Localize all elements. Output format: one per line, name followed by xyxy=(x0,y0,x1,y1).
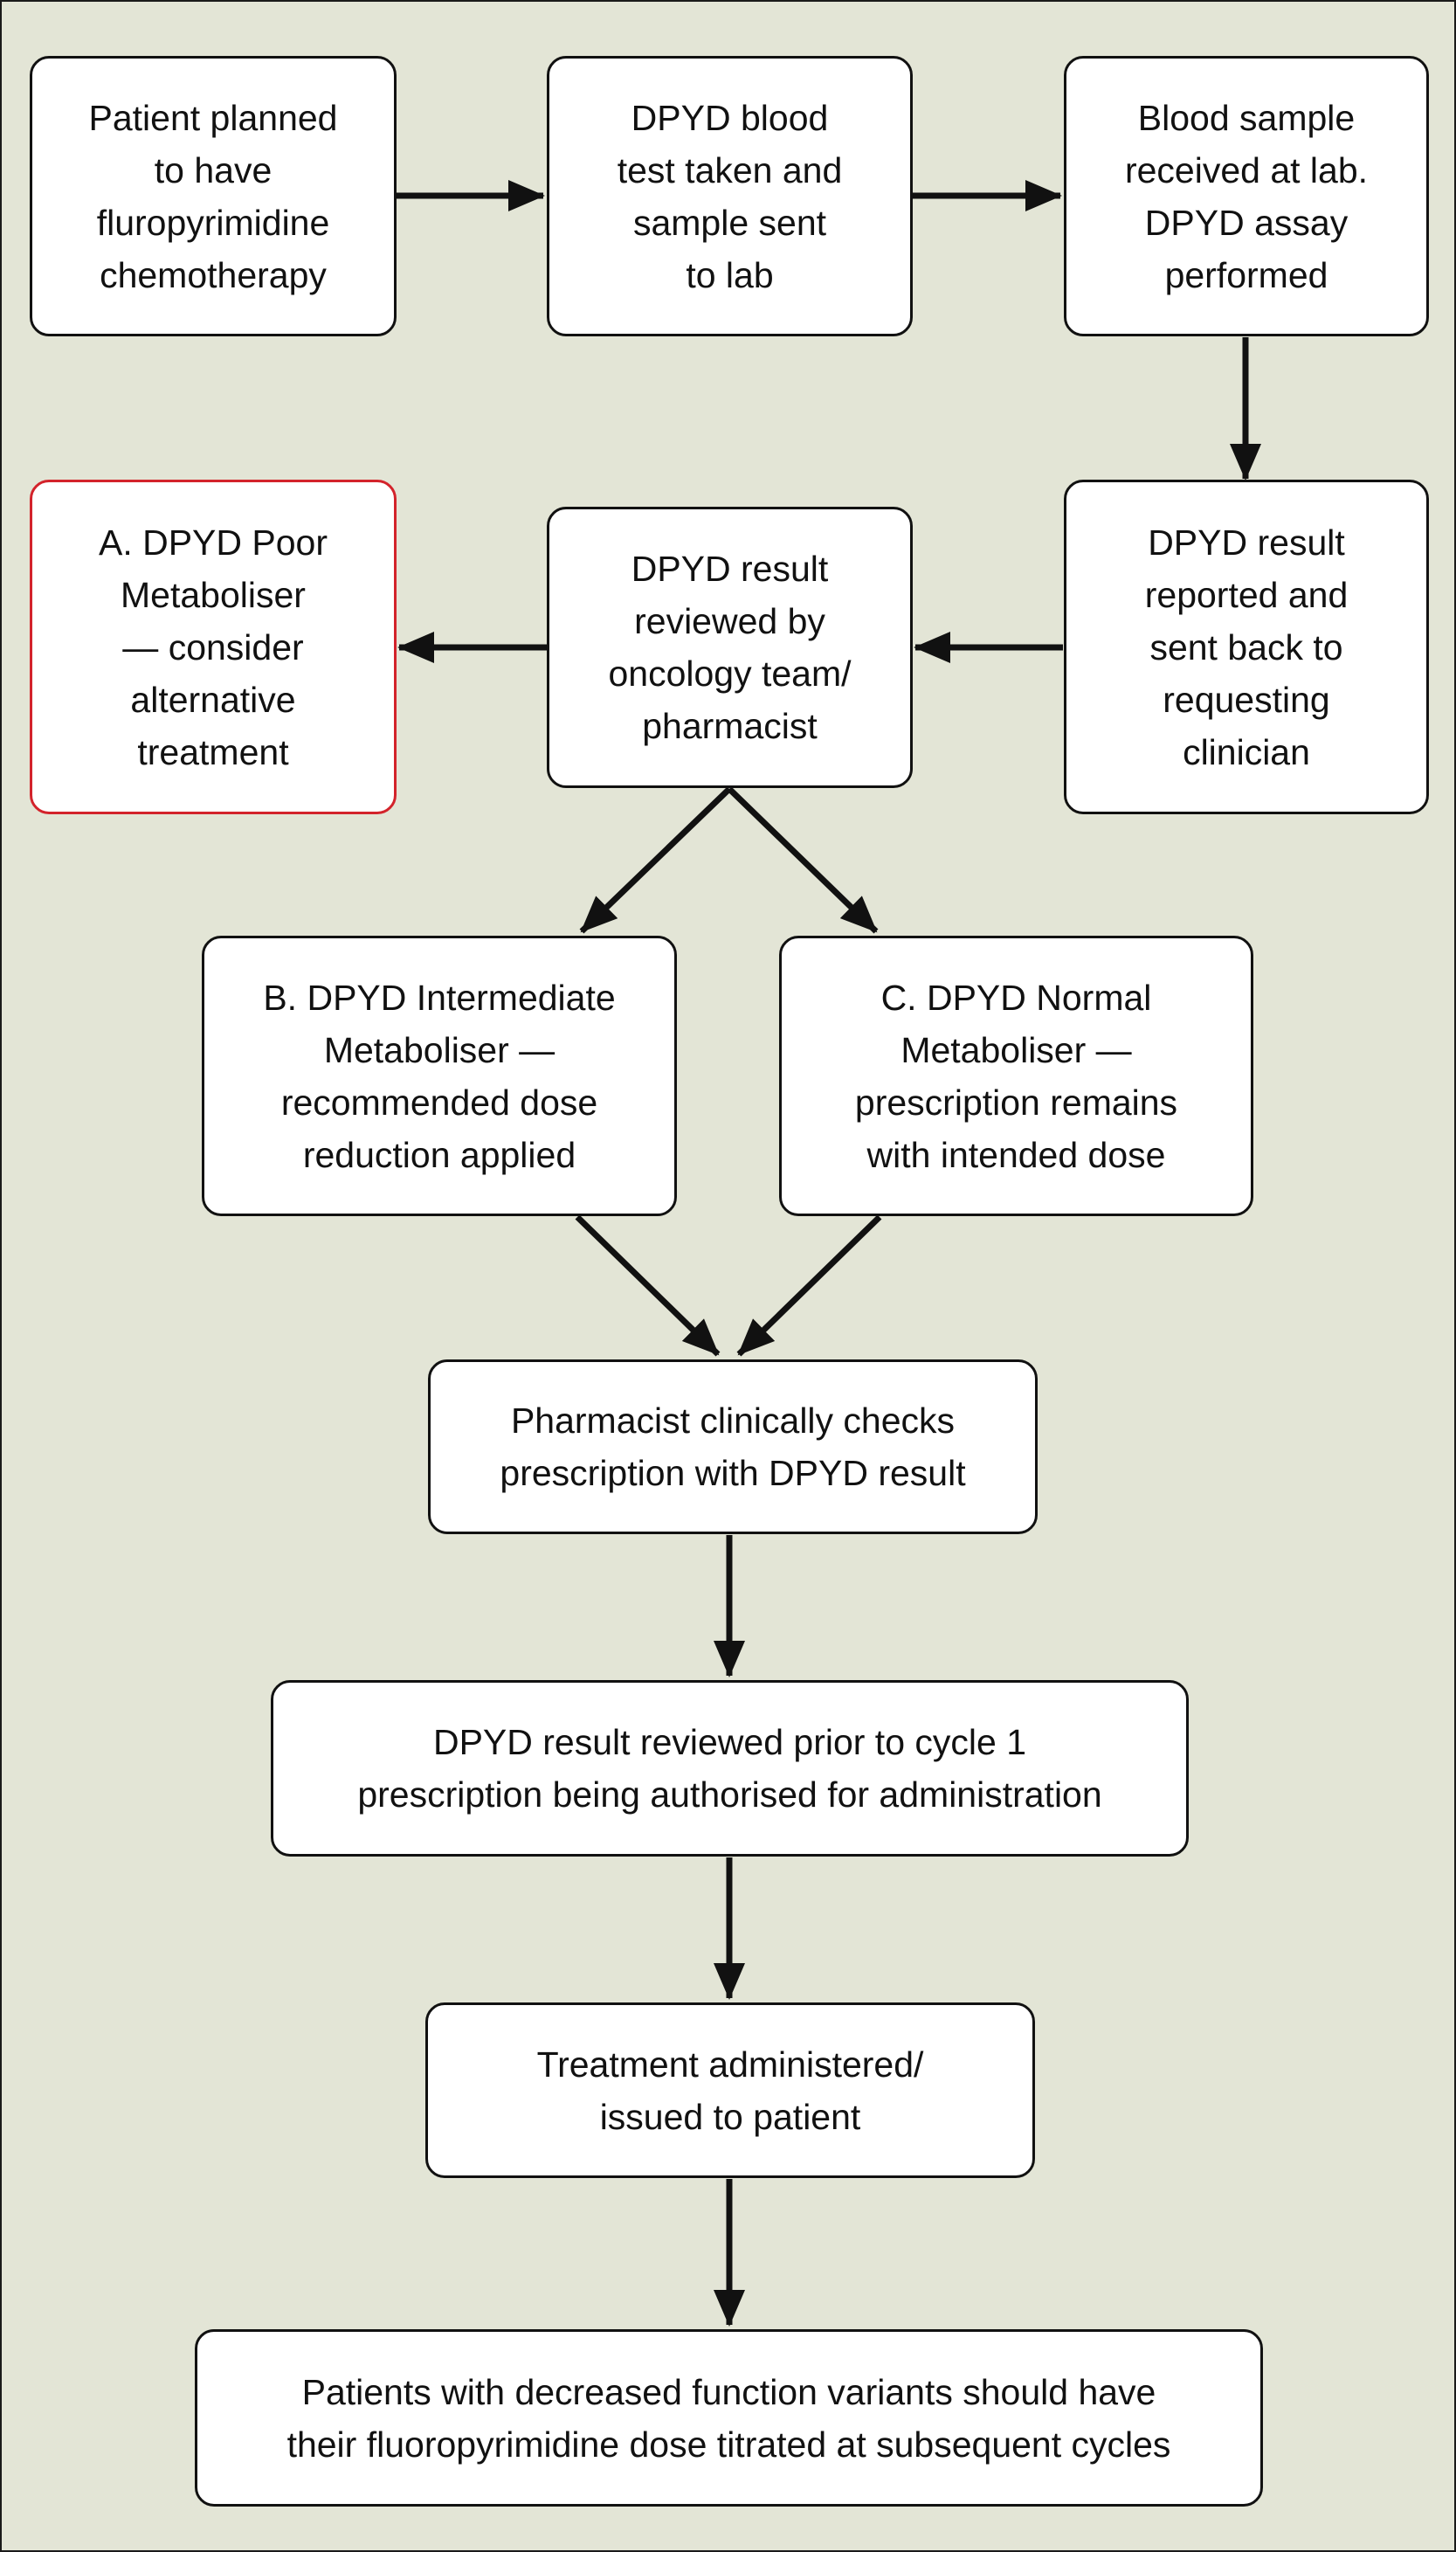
titration-note-text: Patients with decreased function variant… xyxy=(286,2371,1171,2465)
normal-metaboliser-box: C. DPYD Normal Metaboliser — prescriptio… xyxy=(779,936,1253,1216)
sample-received-text: Blood sample received at lab. DPYD assay… xyxy=(1124,97,1369,295)
patient-planned-text: Patient planned to have fluropyrimidine … xyxy=(88,97,338,295)
result-reported-text: DPYD result reported and sent back to re… xyxy=(1144,522,1349,772)
sample-received-box: Blood sample received at lab. DPYD assay… xyxy=(1064,56,1429,336)
arrow-reviewed-to-intermediate xyxy=(579,786,732,934)
pharmacist-checks-text: Pharmacist clinically checks prescriptio… xyxy=(500,1400,966,1493)
blood-test-text: DPYD blood test taken and sample sent to… xyxy=(617,97,843,295)
poor-metaboliser-text: A. DPYD Poor Metaboliser — consider alte… xyxy=(98,522,328,772)
intermediate-metaboliser-text: B. DPYD Intermediate Metaboliser — recom… xyxy=(263,977,616,1175)
intermediate-metaboliser-box: B. DPYD Intermediate Metaboliser — recom… xyxy=(202,936,677,1216)
blood-test-box: DPYD blood test taken and sample sent to… xyxy=(547,56,913,336)
treatment-administered-text: Treatment administered/ issued to patien… xyxy=(536,2044,924,2137)
arrow-normal-to-check xyxy=(736,1214,882,1357)
arrow-intermediate-to-check xyxy=(575,1214,721,1357)
patient-planned-box: Patient planned to have fluropyrimidine … xyxy=(30,56,397,336)
poor-metaboliser-box: A. DPYD Poor Metaboliser — consider alte… xyxy=(30,480,397,814)
pharmacist-checks-box: Pharmacist clinically checks prescriptio… xyxy=(428,1359,1038,1534)
result-reviewed-text: DPYD result reviewed by oncology team/ p… xyxy=(608,549,852,746)
titration-note-box: Patients with decreased function variant… xyxy=(195,2329,1263,2507)
result-reviewed-box: DPYD result reviewed by oncology team/ p… xyxy=(547,507,913,788)
treatment-administered-box: Treatment administered/ issued to patien… xyxy=(425,2002,1035,2178)
arrow-reviewed-to-normal xyxy=(727,786,879,934)
reviewed-prior-cycle-text: DPYD result reviewed prior to cycle 1 pr… xyxy=(357,1722,1102,1815)
result-reported-box: DPYD result reported and sent back to re… xyxy=(1064,480,1429,814)
reviewed-prior-cycle-box: DPYD result reviewed prior to cycle 1 pr… xyxy=(271,1680,1189,1857)
normal-metaboliser-text: C. DPYD Normal Metaboliser — prescriptio… xyxy=(854,977,1178,1175)
